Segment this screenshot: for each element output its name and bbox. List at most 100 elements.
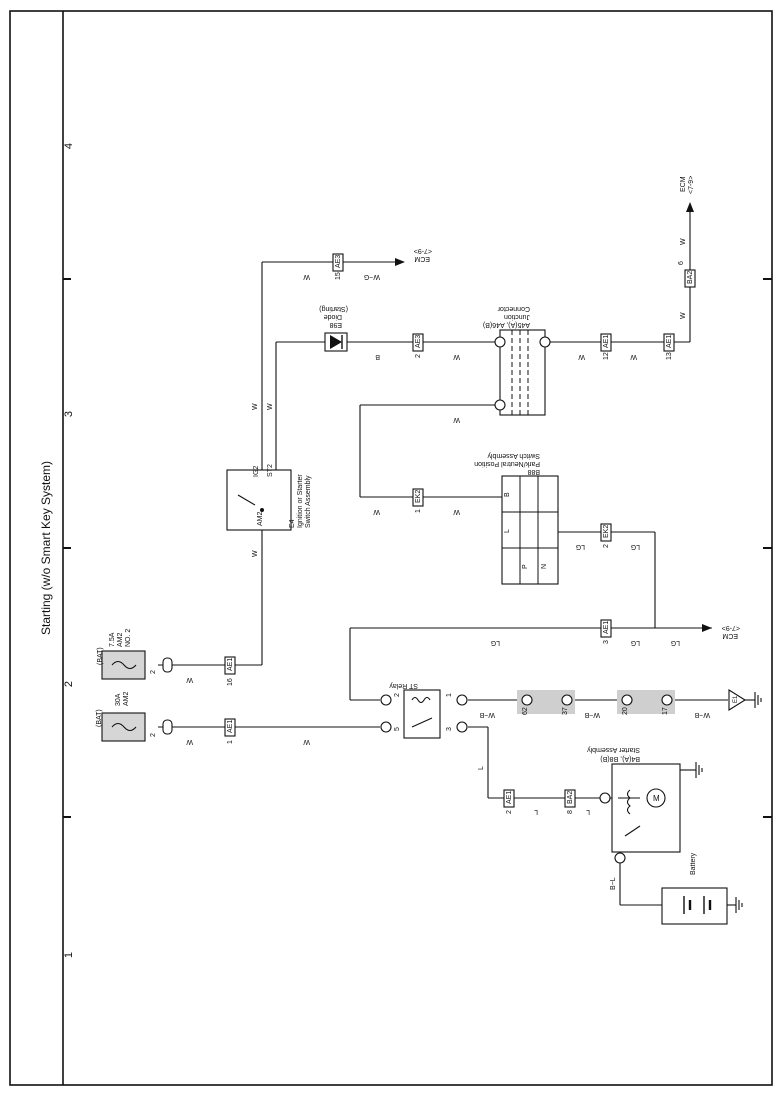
svg-text:W: W [303,273,310,280]
battery-label: Battery [690,852,697,875]
svg-text:2: 2 [394,693,401,697]
svg-text:W: W [267,403,274,410]
svg-text:EK2: EK2 [603,525,610,538]
svg-text:Junction: Junction [504,313,530,320]
page-title: Starting (w/o Smart Key System) [39,461,53,635]
svg-text:Switch Assembly: Switch Assembly [487,452,540,459]
svg-text:P: P [522,564,529,569]
svg-text:17: 17 [662,707,669,715]
park-neutral-switch: B L P N B88 Park/Neutral Position Switch… [474,452,559,585]
connector-ba2-a: BA2 8 [564,789,576,814]
svg-text:Connector: Connector [497,305,530,312]
fuse-am2-no2-name: AM2 [117,633,124,648]
svg-text:W: W [373,508,380,515]
fuse-am2: (BAT) 30A AM2 2 [96,692,173,742]
svg-text:AE1: AE1 [506,791,513,804]
fuse-am2-no2-bat: (BAT) [97,647,104,665]
connector-ae3-a: AE3 2 [412,333,424,358]
svg-text:LG: LG [671,639,680,646]
grid-number-2: 2 [63,681,75,687]
svg-text:LG: LG [576,543,585,550]
grid-number-1: 1 [63,952,75,958]
grid-number-3: 3 [63,411,75,417]
svg-text:W−B: W−B [584,711,600,718]
svg-text:2: 2 [415,354,422,358]
outer-frame [9,10,773,1086]
svg-text:Diode: Diode [324,313,342,320]
st-relay-label: ST Relay [389,682,418,689]
battery: Battery [661,852,743,925]
svg-text:ECM: ECM [680,176,687,192]
ignition-name2: Switch Assembly [305,475,312,528]
svg-text:W: W [252,403,259,410]
fuse-am2-no2-pin: 2 [150,670,157,674]
svg-text:A45(A), A46(B): A45(A), A46(B) [483,321,530,328]
svg-text:L: L [534,808,538,815]
connector-ek2-b: EK2 2 [600,523,612,548]
svg-text:8: 8 [567,810,574,814]
grid-number-4: 4 [63,143,75,149]
svg-text:16: 16 [227,678,234,686]
ground-e1: E1 [728,689,762,711]
starter-name: Starter Assembly [587,746,640,753]
svg-text:W: W [453,508,460,515]
svg-text:62: 62 [522,707,529,715]
svg-text:W: W [680,312,687,319]
svg-text:<7-9>: <7-9> [688,176,695,194]
svg-text:1: 1 [415,509,422,513]
inline-connectors: AE1 1 AE1 16 AE1 2 BA2 8 AE1 3 EK2 2 EK2… [224,253,696,814]
svg-text:IG2: IG2 [253,466,260,477]
svg-text:B: B [504,492,511,497]
svg-text:BA2: BA2 [567,791,574,804]
svg-text:<7-9>: <7-9> [722,624,740,631]
svg-text:L: L [478,766,485,770]
svg-text:EK2: EK2 [415,490,422,503]
svg-text:Park/Neutral Position: Park/Neutral Position [474,460,540,467]
svg-text:15: 15 [335,272,342,280]
connector-ae1-b: AE1 16 [224,656,236,686]
connector-ae1-f: AE1 13 [663,333,675,360]
svg-text:13: 13 [666,352,673,360]
svg-text:W−B: W−B [479,711,495,718]
svg-text:L: L [504,529,511,533]
fuse-am2-no2-name2: NO. 2 [125,629,132,647]
svg-text:W−G: W−G [364,273,380,280]
st-relay: ST Relay 2 5 1 3 [380,682,468,739]
svg-text:B88: B88 [527,468,540,475]
fuse-am2-no2-amp: 7.5A [109,632,116,647]
ignition-code: E4 [289,519,296,528]
svg-text:LG: LG [491,639,500,646]
svg-text:W: W [630,353,637,360]
svg-text:(Starting): (Starting) [319,305,348,312]
svg-text:AE1: AE1 [603,335,610,348]
svg-text:W: W [186,738,193,745]
svg-text:<7-9>: <7-9> [414,247,432,254]
svg-text:LG: LG [631,543,640,550]
ignition-name: Ignition or Starter [297,474,304,528]
grid-ticks [63,278,772,818]
svg-text:6: 6 [678,261,685,265]
svg-text:1: 1 [446,693,453,697]
svg-text:5: 5 [394,727,401,731]
svg-text:W: W [252,550,259,557]
svg-text:W: W [578,353,585,360]
svg-text:AE1: AE1 [603,621,610,634]
fuse-am2-no2: (BAT) 7.5A AM2 NO. 2 2 [97,629,173,680]
ecm-references: ECM <7-9> ECM <7-9> ECM <7-9> [395,176,740,639]
svg-text:E98: E98 [329,321,342,328]
connector-ae3-b: AE3 15 [332,253,344,280]
svg-text:3: 3 [603,640,610,644]
diode-e98: E98 Diode (Starting) [319,305,348,352]
svg-text:AE1: AE1 [227,720,234,733]
connector-ae1-a: AE1 1 [224,718,236,744]
fuse-am2-pin: 2 [150,733,157,737]
svg-text:W−B: W−B [694,711,710,718]
svg-text:2: 2 [603,544,610,548]
wires [158,212,755,906]
connector-ae1-d: AE1 3 [600,619,612,644]
connector-ae1-e: AE1 12 [600,333,612,360]
svg-text:N: N [541,564,548,569]
svg-text:AE1: AE1 [227,658,234,671]
starter-assembly: M B4(A), B8(B) Starter Assembly [587,746,703,864]
